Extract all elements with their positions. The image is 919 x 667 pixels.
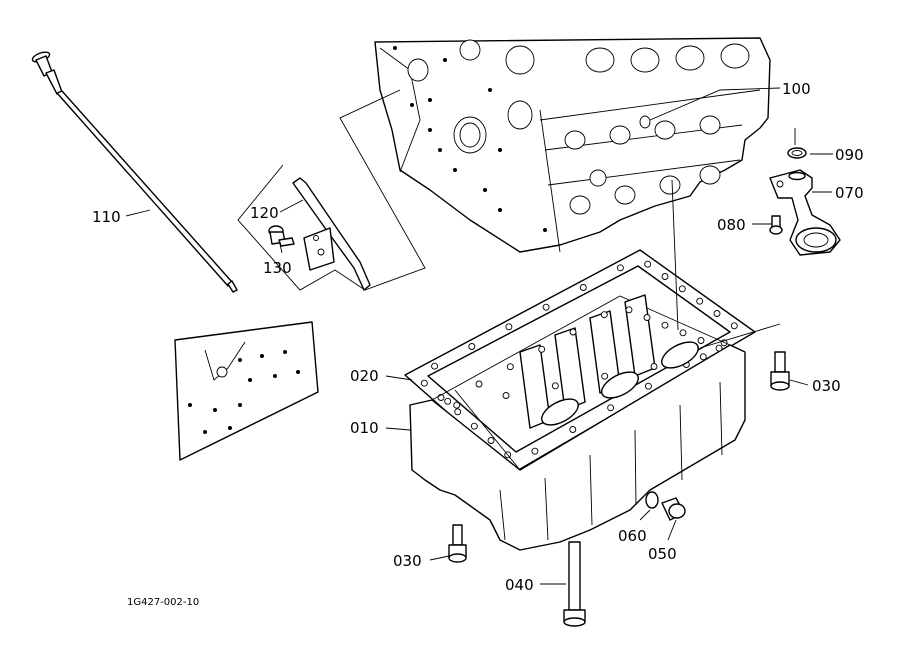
- bolt-hole: [679, 329, 687, 337]
- bolt-hole: [453, 401, 461, 409]
- callout-frame: [237, 89, 426, 291]
- oil-pan: [409, 294, 746, 551]
- callout-120: 120: [250, 204, 279, 222]
- bolt-hole: [579, 284, 587, 291]
- bolt-hole: [487, 437, 495, 444]
- bolt-hole: [444, 397, 452, 405]
- bolt-hole: [699, 353, 707, 361]
- bolt-hole: [650, 363, 658, 370]
- bolt-130: [268, 225, 295, 247]
- crankcase-fragment: [174, 321, 319, 461]
- bolt-hole: [730, 322, 738, 330]
- callout-070: 070: [835, 184, 864, 202]
- bolt-hole: [601, 372, 609, 380]
- bolt-hole: [607, 404, 615, 412]
- bolt-hole: [644, 260, 652, 268]
- bolt-030-right: [770, 351, 790, 391]
- oil-strainer: [769, 169, 841, 256]
- bolt-hole: [431, 362, 439, 370]
- bolt-hole: [569, 328, 577, 336]
- bolt-hole: [697, 337, 705, 344]
- callout-090: 090: [835, 146, 864, 164]
- bolt-hole: [616, 264, 624, 272]
- callout-labels: 100 090 070 080 110 120 130 020 010 030 …: [92, 80, 864, 594]
- bolt-hole: [696, 297, 704, 305]
- bolt-hole: [600, 311, 608, 319]
- bolt-hole: [713, 310, 721, 317]
- bolt-hole: [625, 306, 633, 314]
- bolt-hole: [454, 408, 462, 416]
- callout-080: 080: [717, 216, 746, 234]
- bolt-hole: [569, 426, 577, 433]
- bolt-hole: [551, 382, 559, 390]
- bolt-hole: [475, 380, 483, 388]
- callout-130: 130: [263, 259, 292, 277]
- bolt-hole: [505, 323, 513, 331]
- bolt-030-lower: [448, 524, 467, 563]
- bolt-hole: [468, 343, 476, 350]
- callout-040: 040: [505, 576, 534, 594]
- bolt-hole: [661, 273, 669, 280]
- bolt-hole: [506, 363, 514, 371]
- bolt-hole: [542, 303, 550, 311]
- callout-100: 100: [782, 80, 811, 98]
- bolt-hole: [470, 422, 478, 430]
- bolt-hole: [420, 379, 428, 387]
- stud-040: [563, 541, 586, 627]
- bolt-hole: [643, 314, 651, 321]
- bolt-hole: [661, 321, 669, 329]
- o-ring-090: [787, 147, 807, 159]
- bolt-080: [769, 215, 783, 235]
- bolt-hole: [678, 285, 686, 293]
- bolt-hole: [502, 392, 510, 399]
- bolt-hole: [644, 382, 652, 390]
- bolt-hole: [538, 345, 546, 353]
- dipstick: [31, 51, 238, 293]
- bolt-hole: [531, 447, 539, 455]
- engine-block: [374, 37, 771, 253]
- bolt-hole: [715, 344, 723, 352]
- callout-020: 020: [350, 367, 379, 385]
- callout-030-lower: 030: [393, 552, 422, 570]
- callout-010: 010: [350, 419, 379, 437]
- washer-060: [645, 491, 659, 509]
- callout-030-right: 030: [812, 377, 841, 395]
- leader-lines: [125, 87, 833, 585]
- callout-060: 060: [618, 527, 647, 545]
- dipstick-guide: [292, 177, 371, 291]
- drawing-code: 1G427-002-10: [127, 597, 199, 608]
- drain-plug-050: [661, 497, 686, 521]
- callout-110: 110: [92, 208, 121, 226]
- callout-050: 050: [648, 545, 677, 563]
